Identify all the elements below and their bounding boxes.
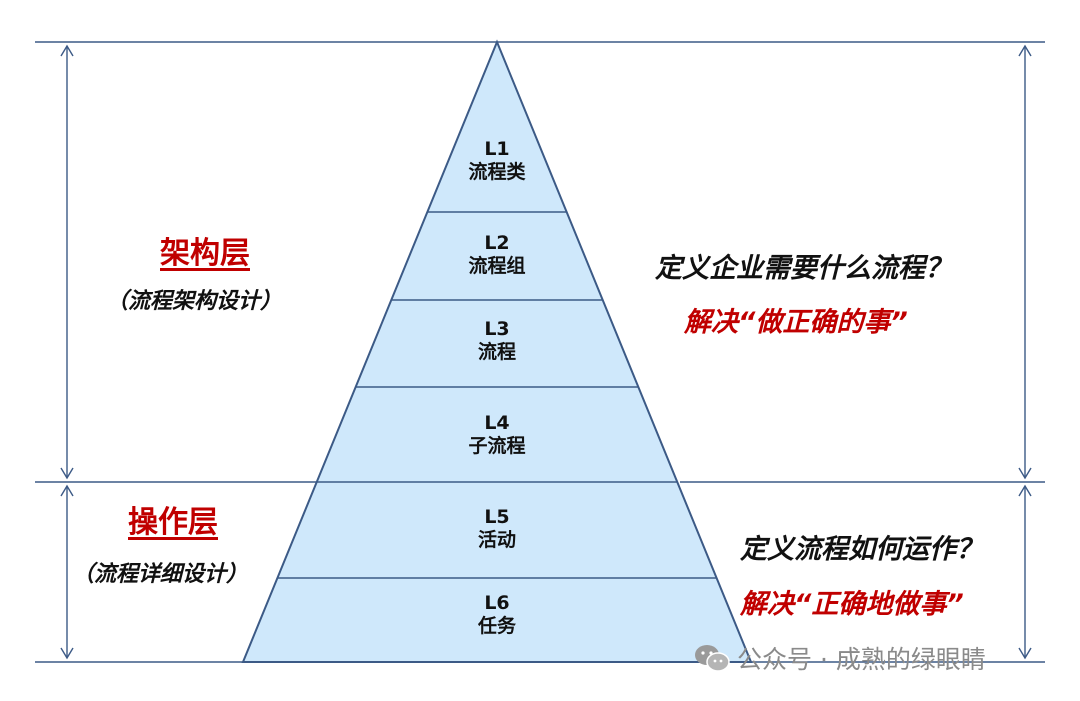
- operation-layer-subtitle: （流程详细设计）: [72, 562, 249, 587]
- level-code: L4: [484, 412, 510, 434]
- level-code: L5: [484, 506, 510, 528]
- right-architecture-arrow: [1018, 44, 1032, 480]
- pyramid-dividers: [277, 211, 717, 579]
- left-operation-arrow: [60, 484, 74, 660]
- wechat-icon: [695, 645, 730, 672]
- left-architecture-arrow: [60, 44, 74, 480]
- watermark-text: 公众号 · 成熟的绿眼睛: [737, 645, 986, 674]
- watermark: 公众号 · 成熟的绿眼睛: [693, 640, 986, 676]
- level-name: 流程组: [468, 254, 526, 277]
- level-code: L6: [484, 592, 510, 614]
- level-name: 活动: [477, 528, 516, 551]
- level-l4-label: L4 子流程: [437, 412, 557, 458]
- level-l2-label: L2 流程组: [437, 232, 557, 278]
- level-code: L3: [484, 318, 510, 340]
- operation-answer: 解决“正确地做事”: [740, 589, 964, 620]
- level-code: L1: [484, 138, 510, 160]
- level-name: 流程类: [468, 160, 526, 183]
- right-operation-arrow: [1018, 484, 1032, 660]
- architecture-layer-subtitle: （流程架构设计）: [106, 289, 283, 314]
- architecture-question: 定义企业需要什么流程？: [655, 253, 952, 284]
- architecture-answer: 解决“做正确的事”: [684, 307, 908, 338]
- level-name: 任务: [477, 614, 516, 637]
- level-name: 流程: [477, 340, 516, 363]
- level-l1-label: L1 流程类: [437, 138, 557, 184]
- operation-question: 定义流程如何运作？: [740, 534, 983, 565]
- level-code: L2: [484, 232, 510, 254]
- pyramid-triangle: [241, 39, 753, 663]
- architecture-layer-title: 架构层: [160, 236, 250, 271]
- level-l3-label: L3 流程: [437, 318, 557, 364]
- level-l6-label: L6 任务: [437, 592, 557, 638]
- level-name: 子流程: [468, 434, 526, 457]
- operation-layer-title: 操作层: [128, 505, 218, 540]
- level-l5-label: L5 活动: [437, 506, 557, 552]
